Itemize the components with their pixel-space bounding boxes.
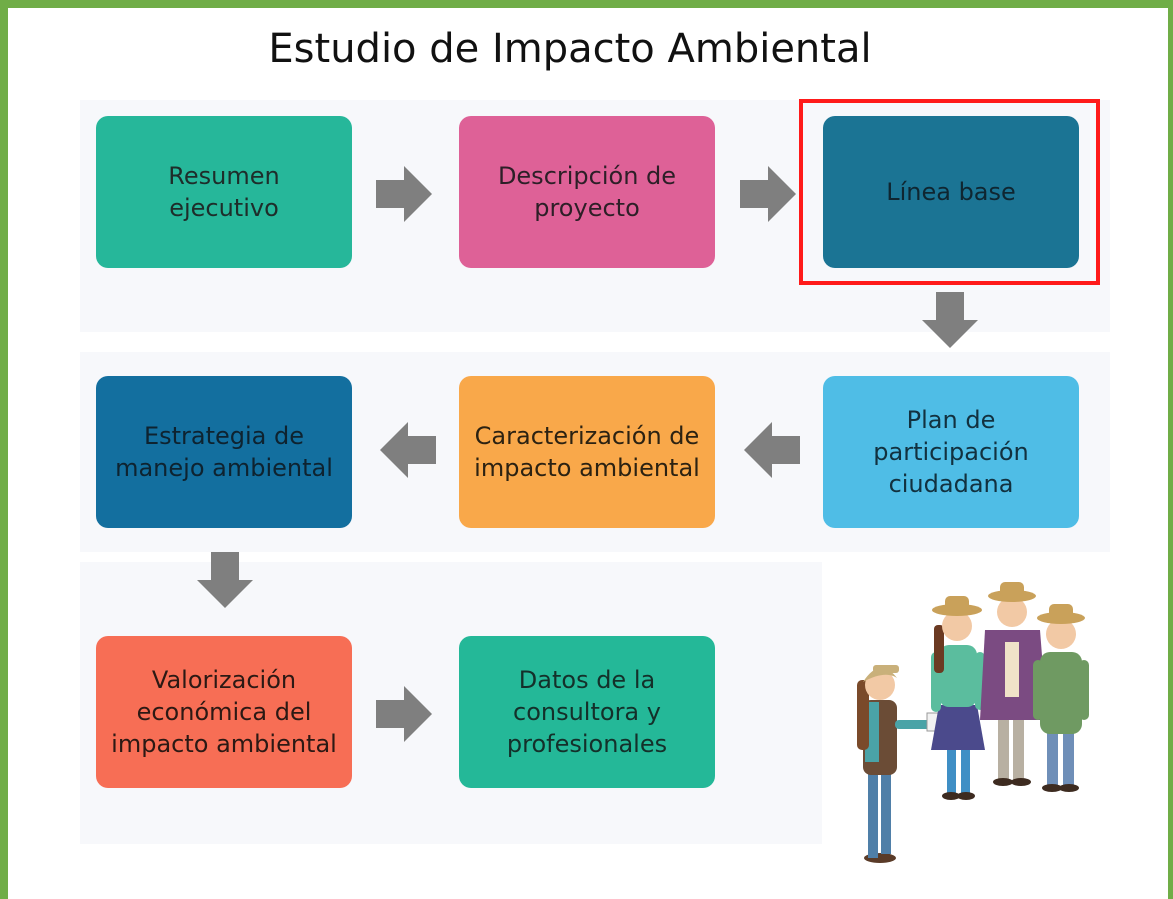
step-estrategia-manejo: Estrategia de manejo ambiental: [96, 376, 352, 528]
arrow-right-icon: [376, 686, 432, 742]
step-datos-consultora: Datos de la consultora y profesionales: [459, 636, 715, 788]
step-label: Estrategia de manejo ambiental: [115, 422, 333, 482]
person-boy: [1033, 604, 1089, 792]
step-label: Valorización económica del impacto ambie…: [111, 666, 337, 758]
arrow-right-icon: [376, 166, 432, 222]
person-with-notebook: [857, 665, 942, 863]
step-label: Resumen ejecutivo: [168, 162, 280, 222]
arrow-down-icon: [922, 292, 978, 348]
arrow-left-icon: [380, 422, 436, 478]
step-resumen-ejecutivo: Resumen ejecutivo: [96, 116, 352, 268]
people-with-hats-icon: [857, 582, 1089, 863]
step-caracterizacion-impacto: Caracterización de impacto ambiental: [459, 376, 715, 528]
highlight-frame: [799, 99, 1100, 285]
arrow-left-icon: [744, 422, 800, 478]
arrow-down-icon: [197, 552, 253, 608]
step-linea-base: Línea base: [823, 116, 1079, 268]
page-title: Estudio de Impacto Ambiental: [268, 26, 872, 72]
step-label: Caracterización de impacto ambiental: [474, 422, 700, 482]
step-label: Línea base: [886, 178, 1016, 206]
person-girl: [931, 596, 985, 800]
arrow-right-icon: [740, 166, 796, 222]
step-descripcion-proyecto: Descripción de proyecto: [459, 116, 715, 268]
person-poncho: [980, 582, 1047, 786]
step-plan-participacion: Plan de participación ciudadana: [823, 376, 1079, 528]
step-label: Plan de participación ciudadana: [873, 406, 1029, 498]
step-label: Datos de la consultora y profesionales: [506, 666, 668, 758]
step-label: Descripción de proyecto: [497, 162, 677, 222]
step-valorizacion-economica: Valorización económica del impacto ambie…: [96, 636, 352, 788]
